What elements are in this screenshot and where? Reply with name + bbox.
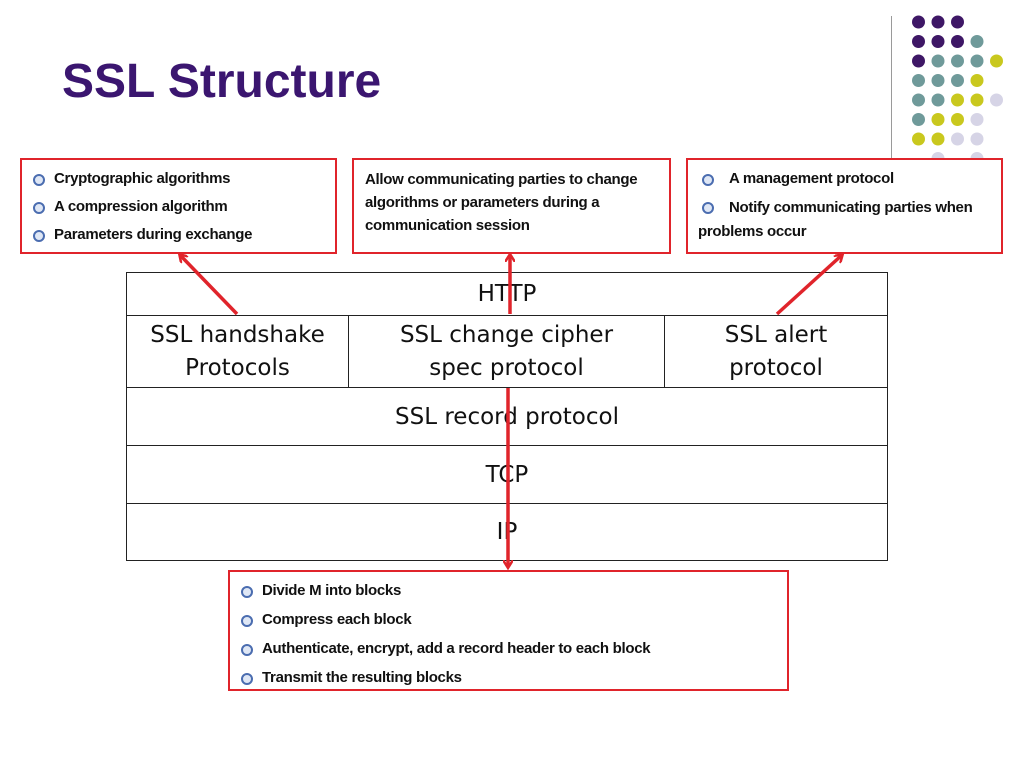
bullet-icon [241,673,253,685]
bullet-icon [33,202,45,214]
list-item-text: Notify communicating parties when proble… [698,199,973,240]
bullet-icon [33,230,45,242]
decorative-dot [951,74,964,87]
protocol-stack: HTTP SSL handshake Protocols SSL change … [126,272,888,561]
list-item-text: A compression algorithm [54,198,228,215]
note-handshake: Cryptographic algorithms A compression a… [20,158,337,254]
list-item-text: Divide M into blocks [262,582,402,599]
list-item: A management protocol [698,168,995,196]
list-item: Notify communicating parties when proble… [698,196,995,244]
decorative-dot [970,113,984,126]
list-item: Divide M into blocks [239,580,787,609]
layer-tcp: TCP [127,446,887,504]
decorative-dot [931,54,945,68]
decorative-dot [912,35,925,48]
bullet-icon [241,615,253,627]
bullet-icon [702,174,714,186]
decorative-dot [951,132,964,146]
decorative-dot [990,54,1003,68]
layer-label: SSL change cipher spec protocol [399,321,614,381]
decorative-dot [912,15,925,29]
slide-title: SSL Structure [62,55,382,108]
decorative-dot [931,35,945,48]
layer-label: SSL handshake Protocols [150,321,325,381]
layer-ip: IP [127,504,887,560]
layer-label: SSL alert protocol [724,321,828,381]
decorative-dot [931,132,945,146]
list-item: A compression algorithm [31,196,335,224]
decorative-dot [912,132,925,146]
list-item-text: Parameters during exchange [54,226,253,243]
decorative-dot [970,35,984,48]
decorative-dot [951,54,964,68]
list-item-text: Compress each block [262,611,412,628]
decorative-dot [931,74,945,87]
list-item: Compress each block [239,609,787,638]
layer-ssl-handshake: SSL handshake Protocols [127,316,349,387]
note-alert: A management protocol Notify communicati… [686,158,1003,254]
decorative-dot [951,113,964,126]
layer-ssl-record: SSL record protocol [127,388,887,446]
decorative-dot [912,93,925,107]
note-text: Allow communicating parties to change al… [365,171,638,234]
decorative-dot [970,54,984,68]
list-item-text: Cryptographic algorithms [54,170,231,187]
decorative-dot [970,74,984,87]
decorative-dot [951,35,964,48]
layer-ssl-upper: SSL handshake Protocols SSL change ciphe… [127,316,887,388]
bullet-icon [702,202,714,214]
note-record: Divide M into blocks Compress each block… [228,570,789,691]
list-item-text: Authenticate, encrypt, add a record head… [262,640,651,657]
list-item-text: Transmit the resulting blocks [262,669,462,686]
decorative-dot [970,132,984,146]
list-item: Authenticate, encrypt, add a record head… [239,638,787,667]
decorative-divider [891,16,892,161]
list-item-text: A management protocol [729,170,894,187]
decorative-dot [951,93,964,107]
decorative-dot [931,113,945,126]
decorative-dot [931,93,945,107]
bullet-icon [33,174,45,186]
list-item: Parameters during exchange [31,224,335,252]
note-change-cipher: Allow communicating parties to change al… [352,158,671,254]
decorative-dot [970,93,984,107]
decorative-dot [951,15,964,29]
layer-label: IP [496,519,518,545]
list-item: Cryptographic algorithms [31,168,335,196]
decorative-dot [931,15,945,29]
layer-ssl-change-cipher: SSL change cipher spec protocol [349,316,665,387]
list-item: Transmit the resulting blocks [239,667,787,696]
bullet-icon [241,644,253,656]
bullet-icon [241,586,253,598]
decorative-dot [912,74,925,87]
decorative-dot [912,54,925,68]
layer-label: TCP [485,461,529,488]
layer-http: HTTP [127,273,887,316]
decorative-dot [912,113,925,126]
layer-ssl-alert: SSL alert protocol [665,316,887,387]
layer-label: HTTP [477,281,537,307]
decorative-dot [990,93,1003,107]
layer-label: SSL record protocol [395,403,619,430]
